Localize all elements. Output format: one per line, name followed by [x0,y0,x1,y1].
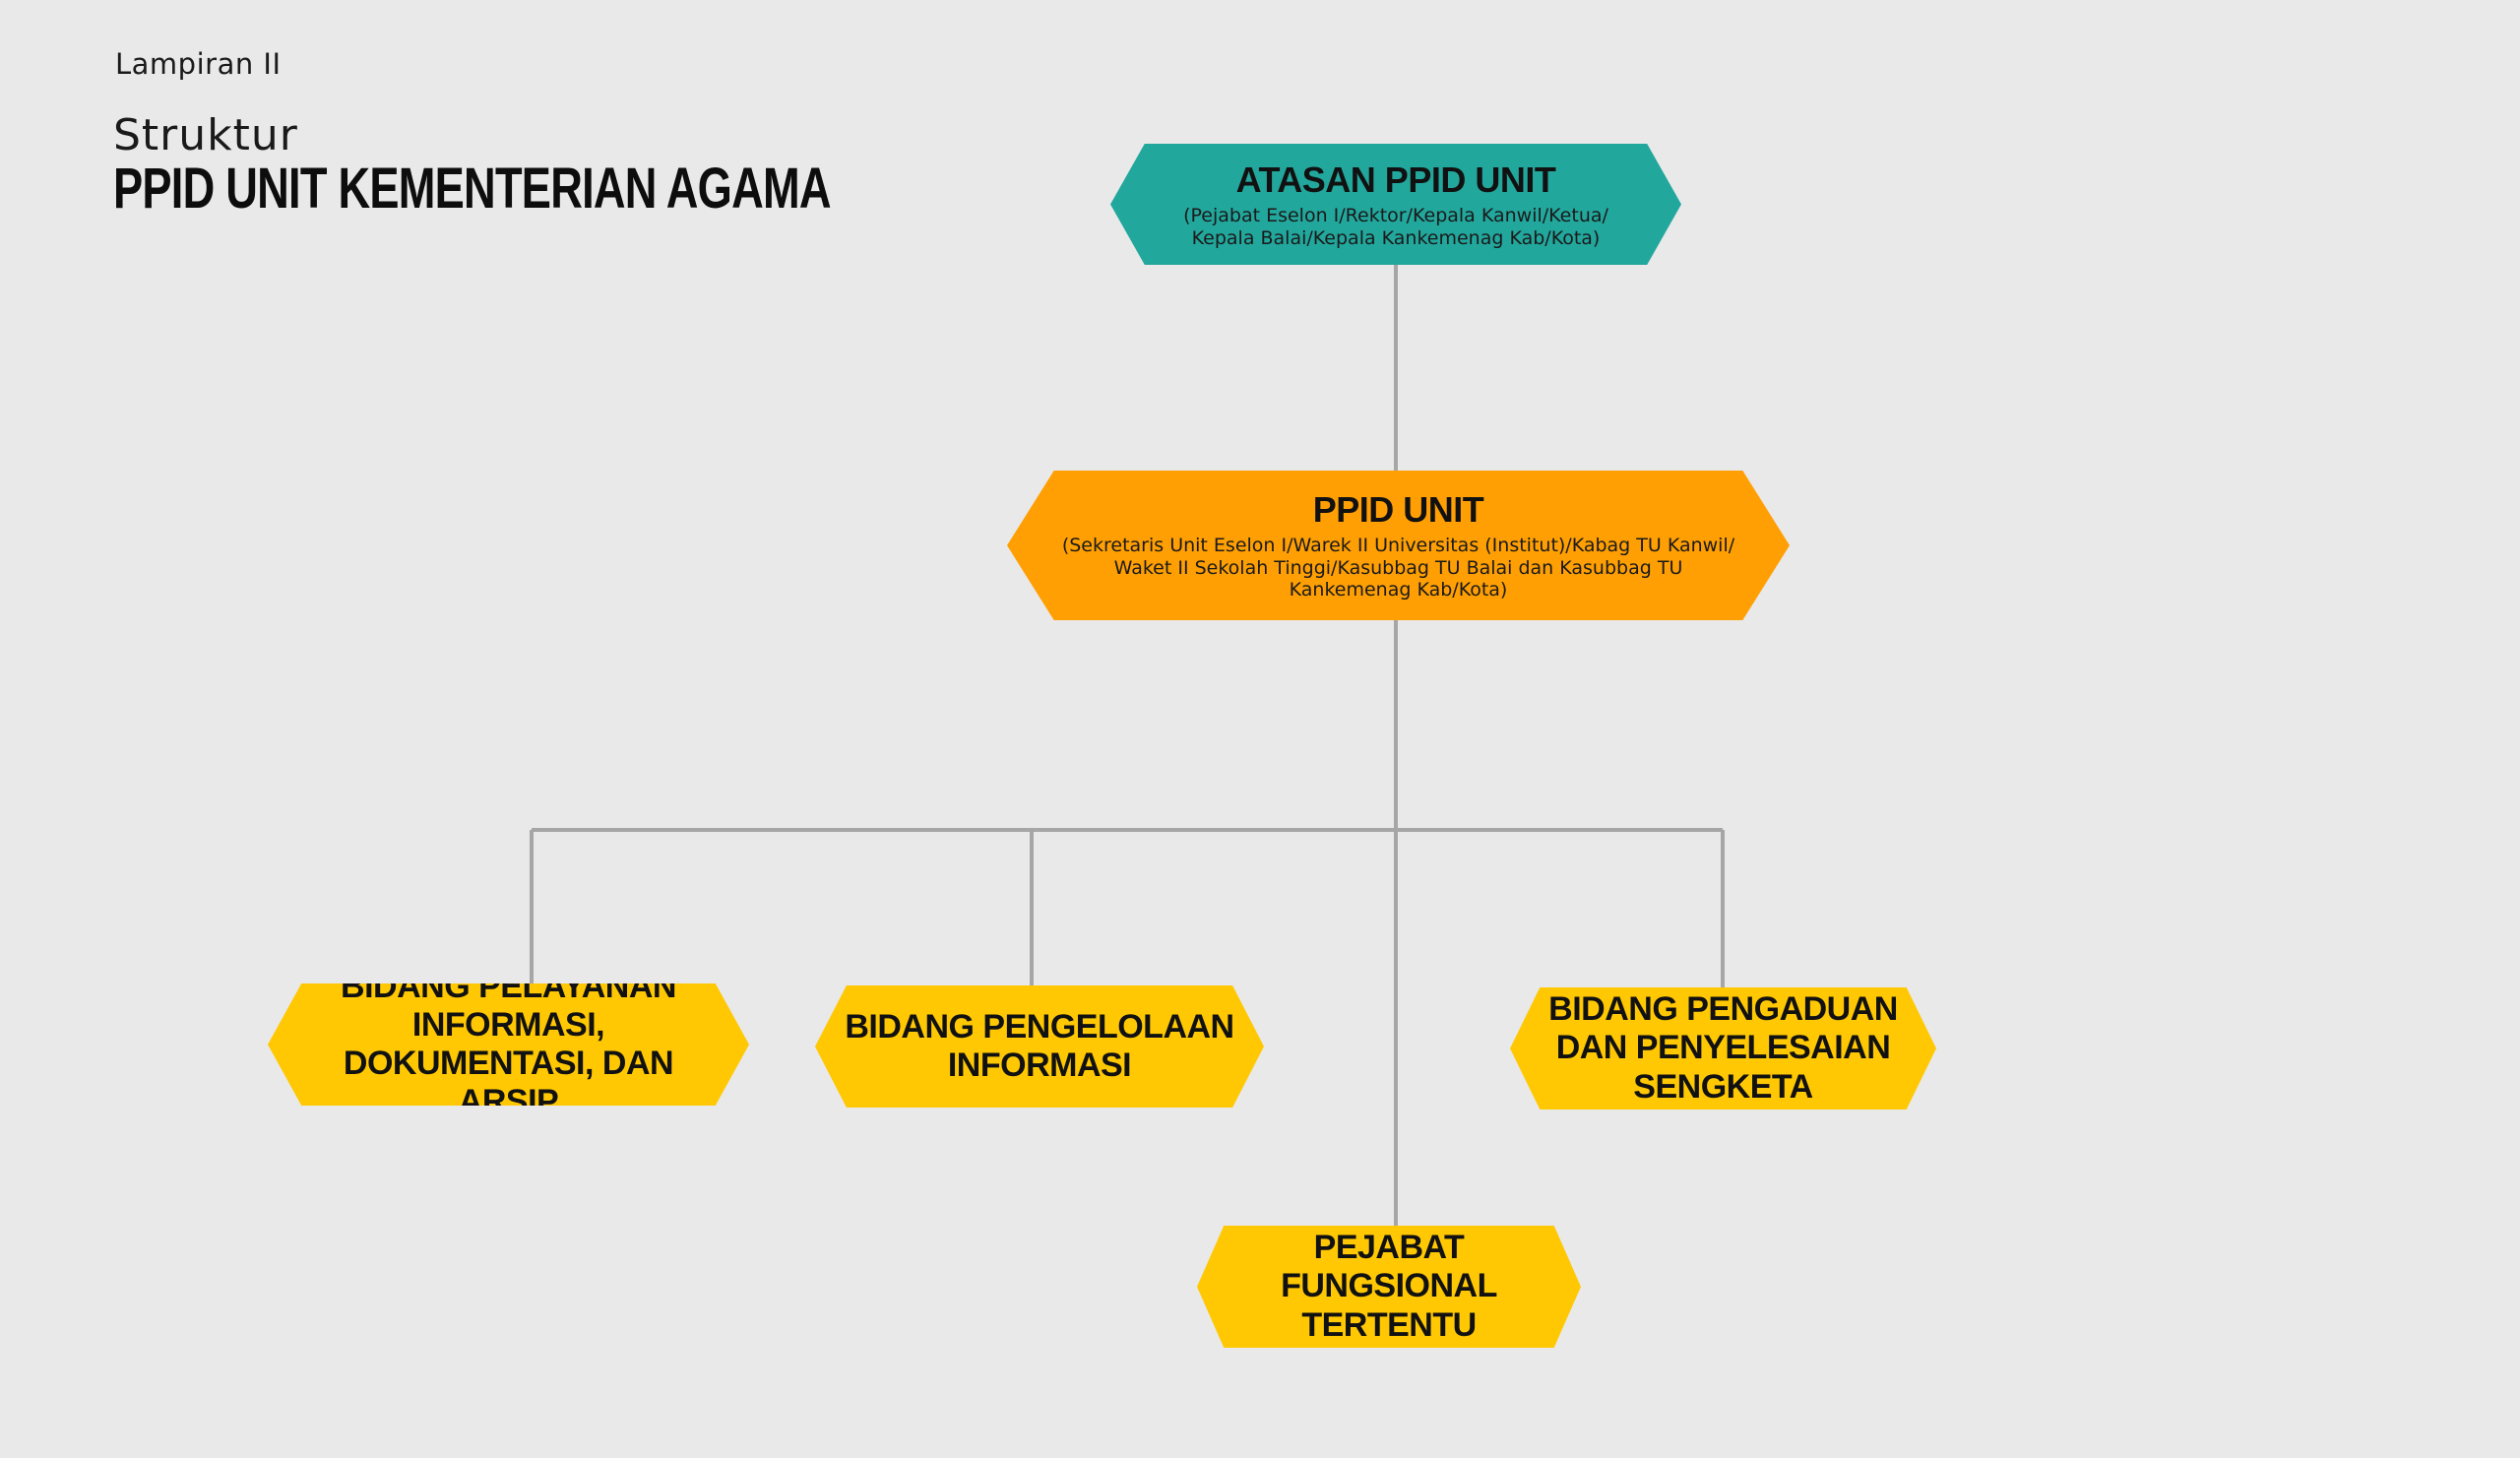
node-title: PPID UNIT [1312,488,1484,530]
node-title: PEJABAT FUNGSIONAL TERTENTU [1281,1229,1497,1344]
node-title: ATASAN PPID UNIT [1235,158,1556,200]
node-description: (Sekretaris Unit Eselon I/Warek II Unive… [1061,534,1735,602]
node-title: BIDANG PENGADUAN DAN PENYELESAIAN SENGKE… [1548,990,1898,1106]
node-bidang-pengelolaan: BIDANG PENGELOLAAN INFORMASI [815,985,1264,1108]
node-atasan-ppid-unit: ATASAN PPID UNIT (Pejabat Eselon I/Rekto… [1110,144,1681,265]
node-bidang-pengaduan: BIDANG PENGADUAN DAN PENYELESAIAN SENGKE… [1510,987,1936,1109]
node-title: BIDANG PENGELOLAAN INFORMASI [845,1007,1234,1084]
document-label: Lampiran II [115,47,282,81]
node-pejabat-fungsional: PEJABAT FUNGSIONAL TERTENTU [1197,1226,1581,1348]
node-description: (Pejabat Eselon I/Rektor/Kepala Kanwil/K… [1183,204,1608,249]
node-title: BIDANG PELAYANAN INFORMASI, DOKUMENTASI,… [341,967,676,1121]
page-title: PPID UNIT KEMENTERIAN AGAMA [113,157,832,221]
page-subtitle: Struktur [113,110,298,160]
node-ppid-unit: PPID UNIT (Sekretaris Unit Eselon I/Ware… [1007,471,1790,620]
node-bidang-pelayanan: BIDANG PELAYANAN INFORMASI, DOKUMENTASI,… [268,983,749,1106]
